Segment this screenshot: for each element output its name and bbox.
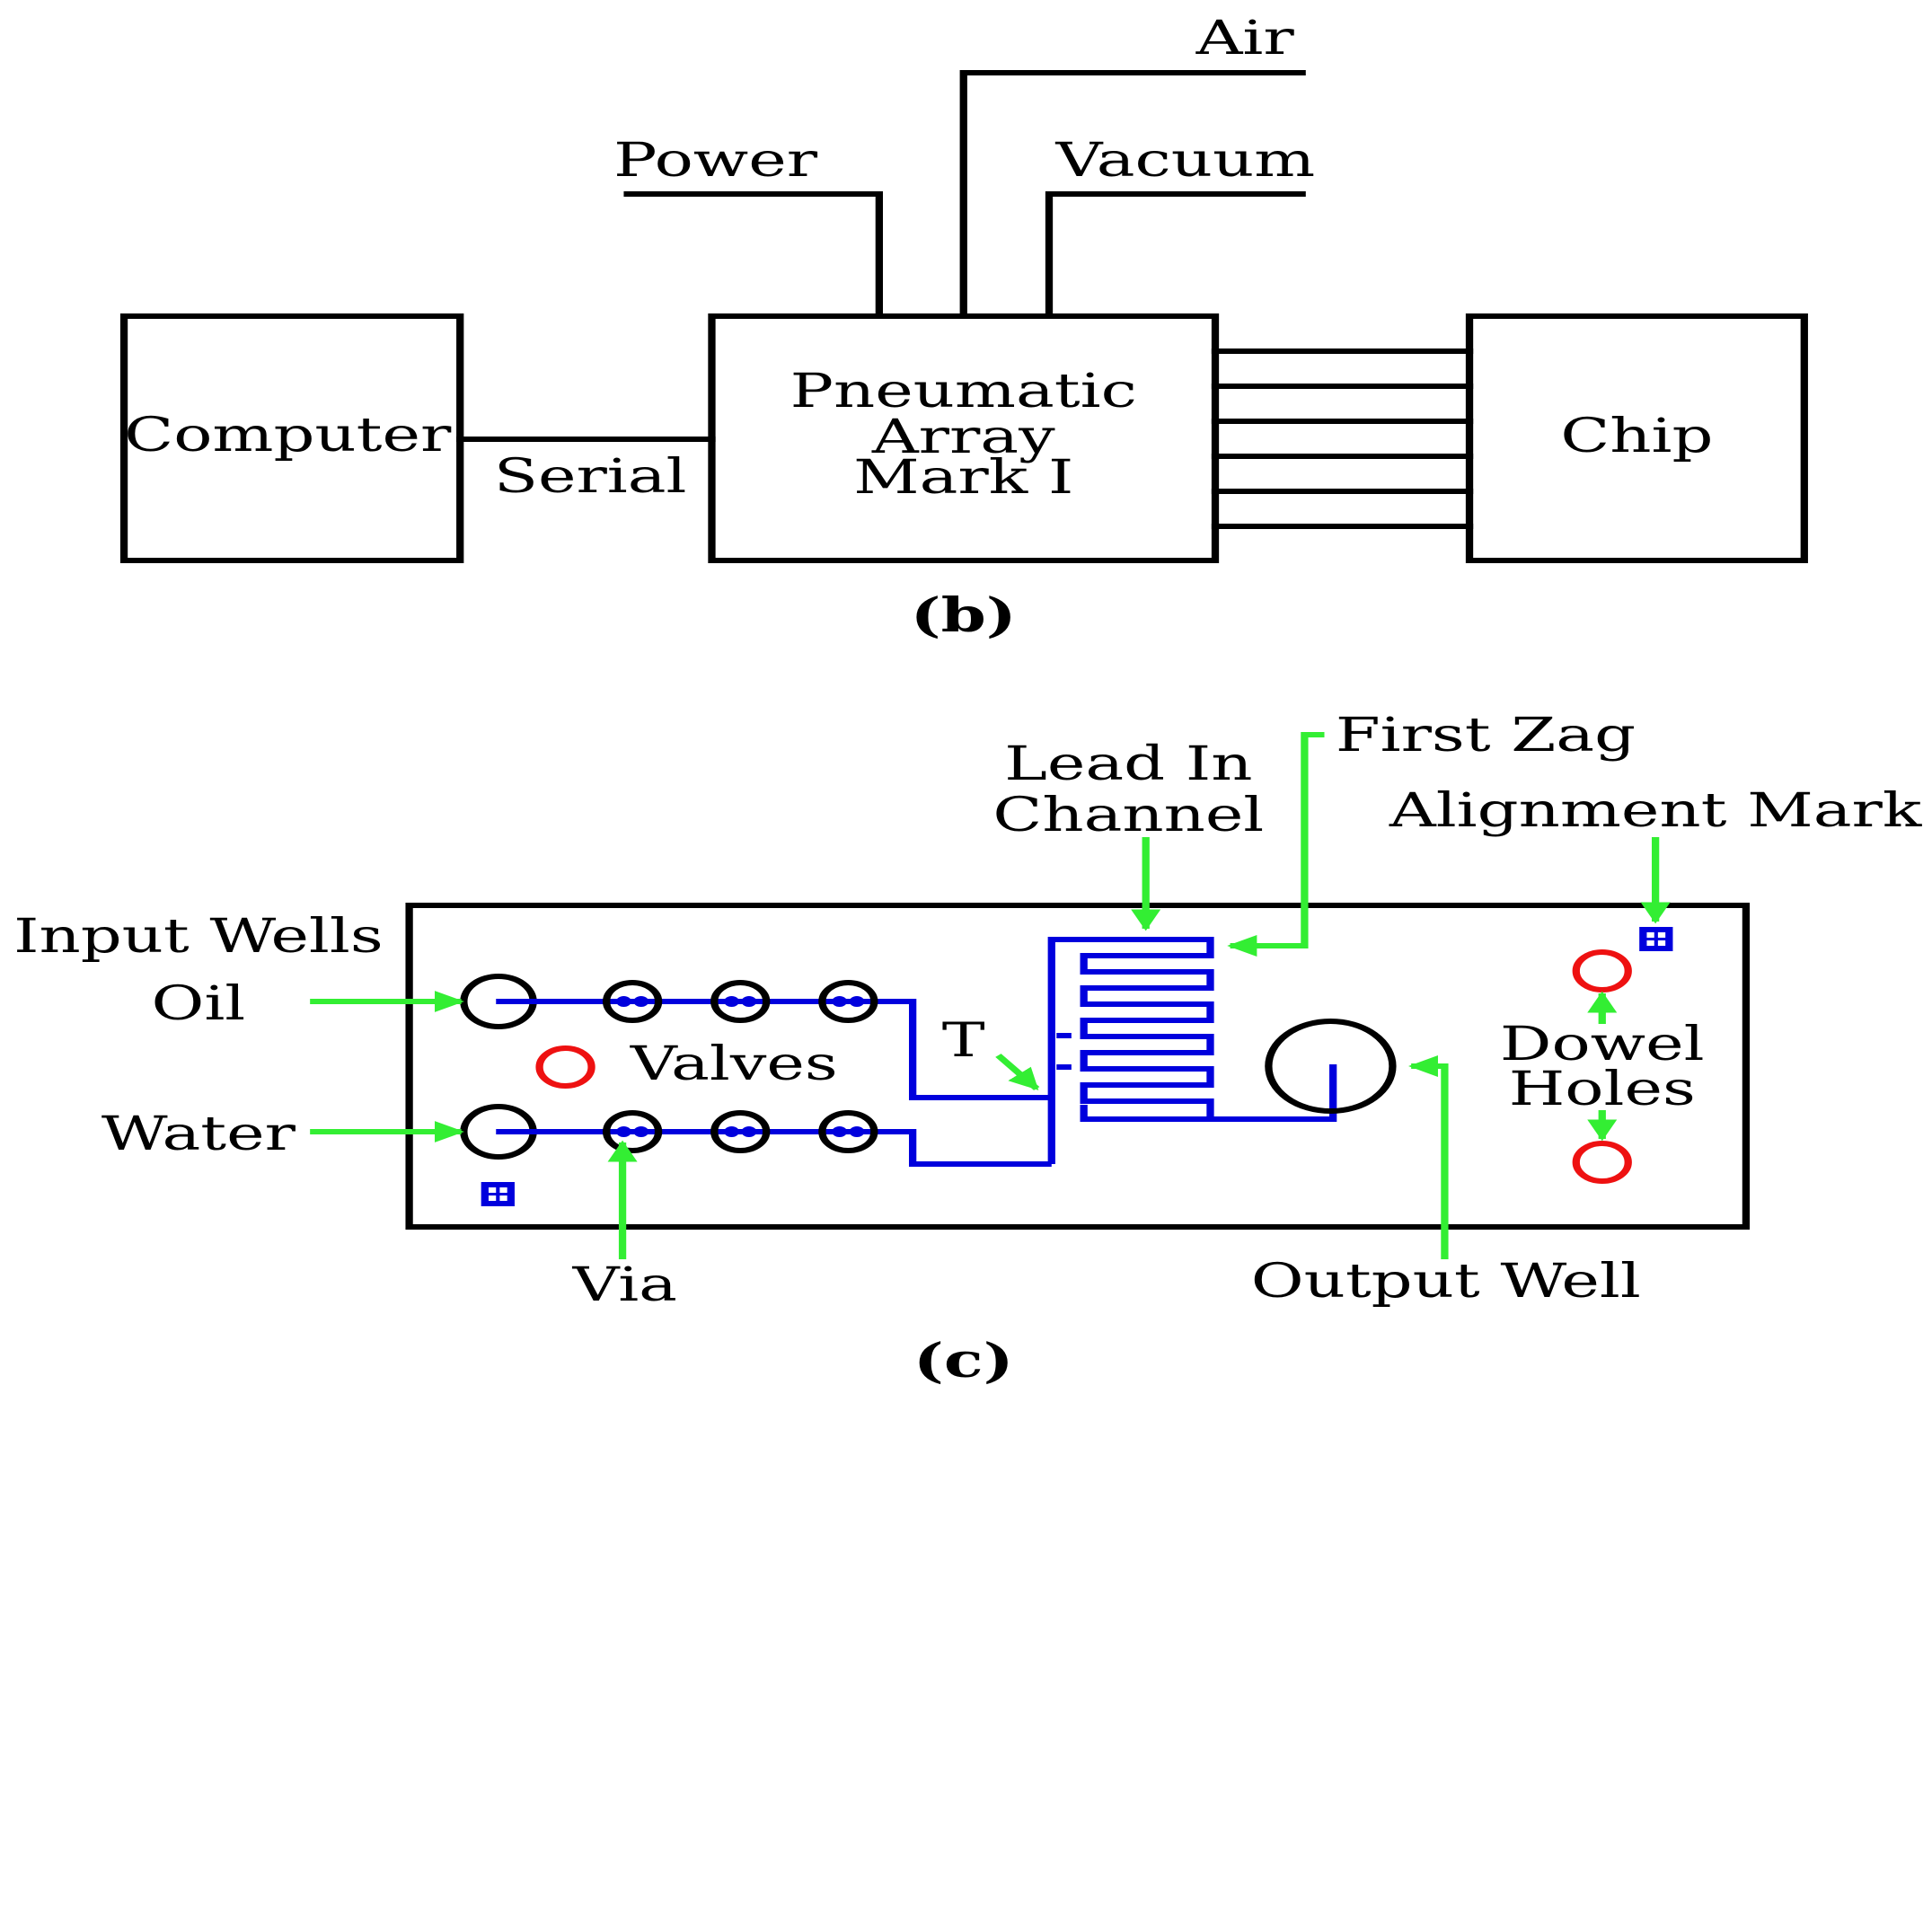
serial-label: Serial: [494, 449, 687, 504]
pneumatic-tubes: [1211, 348, 1474, 529]
serpentine-channel: [1047, 937, 1214, 1164]
via-label: Via: [572, 1257, 677, 1312]
alignment-mark-bottom-left: [481, 1182, 515, 1206]
chip-box: [1465, 313, 1808, 563]
output-well: [1265, 1019, 1397, 1114]
air-line: [959, 70, 1306, 319]
lead-in-label-line-1: Lead In: [1004, 737, 1252, 791]
lead-in-label-line-2: Channel: [992, 788, 1264, 842]
panel-c-caption: (c): [913, 1333, 1014, 1388]
pneumatic-label-line-3: Mark I: [853, 450, 1073, 505]
water-channel: [496, 1129, 1052, 1167]
first-zag-callout-arrow: [1227, 732, 1325, 957]
oil-channel: [496, 999, 1052, 1100]
air-label: Air: [1195, 11, 1293, 66]
t-callout-arrow: [995, 1054, 1040, 1090]
vacuum-label: Vacuum: [1054, 133, 1315, 188]
dowel-holes-label-line-1: Dowel: [1500, 1017, 1705, 1072]
panel-b-caption: (b): [911, 587, 1017, 642]
output-channel: [1210, 1064, 1337, 1122]
dowel-hole-bottom: [1572, 1141, 1632, 1184]
panel-b-block-diagram: Computer Serial Pneumatic Array Mark I C…: [119, 11, 1808, 642]
pneumatic-label-line-2: Array: [871, 410, 1056, 464]
dowel-hole-top: [1572, 949, 1632, 992]
first-zag-label: First Zag: [1336, 708, 1636, 763]
valve: [710, 980, 771, 1023]
alignment-mark-top-right: [1639, 927, 1673, 951]
power-line: [623, 191, 883, 319]
valve: [602, 980, 663, 1023]
dowel-holes-label-line-2: Holes: [1509, 1062, 1696, 1116]
valve: [710, 1110, 771, 1153]
computer-label: Computer: [124, 408, 451, 463]
output-well-label: Output Well: [1251, 1254, 1641, 1309]
pneumatic-label-line-1: Pneumatic: [790, 364, 1137, 419]
oil-label: Oil: [152, 976, 246, 1031]
water-label: Water: [101, 1107, 296, 1161]
valves-label: Valves: [630, 1037, 838, 1091]
input-wells-label: Input Wells: [13, 909, 384, 964]
power-label: Power: [613, 133, 817, 188]
output-well-callout-arrow: [1407, 1055, 1449, 1259]
chip-label: Chip: [1560, 409, 1713, 463]
t-junction-label: T: [942, 1013, 985, 1068]
dowel-hole-left: [535, 1045, 595, 1089]
valve: [818, 980, 878, 1023]
panel-c-chip-layout: Input Wells Oil Water Valves Via T Lead …: [13, 708, 1922, 1389]
valve: [818, 1110, 878, 1153]
alignment-mark-label: Alignment Mark: [1389, 783, 1923, 838]
vacuum-line: [1045, 191, 1306, 319]
chip-outline: [405, 903, 1751, 1230]
